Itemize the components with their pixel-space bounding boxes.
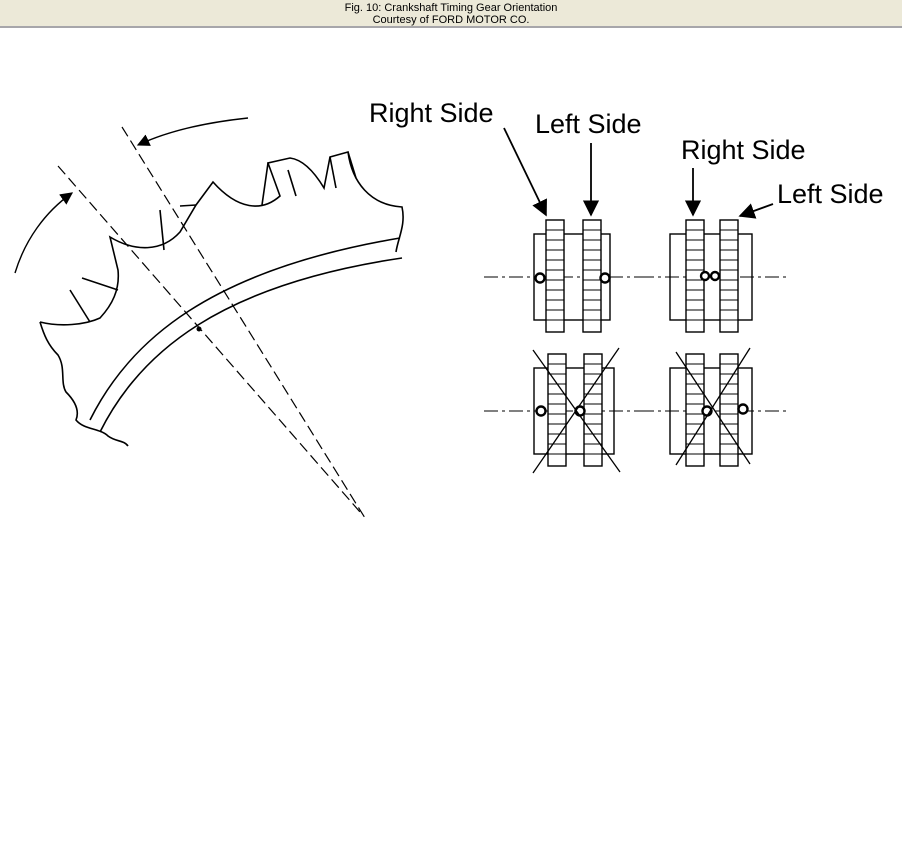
incorrect-cross-mark xyxy=(532,349,621,473)
timing-gear-diagram: Right Side Left Side Right Side Left Sid… xyxy=(14,98,884,519)
figure-caption-bar: Fig. 10: Crankshaft Timing Gear Orientat… xyxy=(0,0,902,28)
gear-orientation-views xyxy=(484,127,790,474)
arrow-right-side-1 xyxy=(503,127,547,217)
sprocket-pitch-ring xyxy=(89,237,401,421)
arrow-left-side-2 xyxy=(738,203,774,219)
gear-pair-correct-2 xyxy=(669,219,753,333)
sprocket-inner-ring xyxy=(99,257,403,433)
timing-mark-dot xyxy=(196,326,202,332)
figure-credit: Courtesy of FORD MOTOR CO. xyxy=(372,14,530,26)
label-right-side-2: Right Side xyxy=(681,135,806,165)
label-left-side-2: Left Side xyxy=(777,179,884,209)
label-right-side-1: Right Side xyxy=(369,98,494,128)
gear-pair-incorrect-2 xyxy=(669,347,753,467)
gear-pair-correct-1 xyxy=(533,219,611,333)
timing-centerline xyxy=(121,126,366,519)
rotation-arrow-upper xyxy=(136,117,249,146)
gear-pair-incorrect-1 xyxy=(532,347,621,474)
sprocket-segment xyxy=(39,150,404,447)
tooth-centerline xyxy=(57,165,361,513)
rotation-arrow-lower xyxy=(14,192,74,274)
alignment-lines xyxy=(57,126,366,519)
rotation-arrows xyxy=(14,117,249,274)
sprocket-break-left xyxy=(39,321,129,447)
sprocket-tooth-profile xyxy=(39,150,404,326)
label-left-side-1: Left Side xyxy=(535,109,642,139)
figure-title: Fig. 10: Crankshaft Timing Gear Orientat… xyxy=(344,2,558,14)
